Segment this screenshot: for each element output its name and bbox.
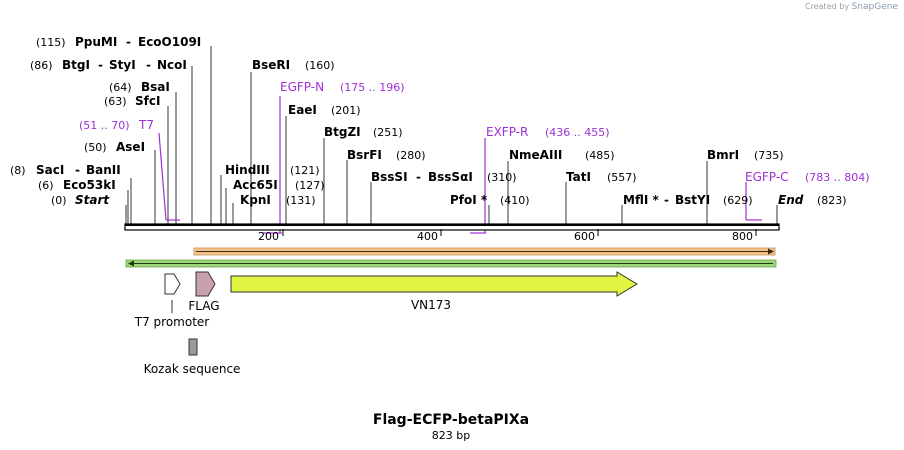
primer-egfp-c-range: (783 .. 804) bbox=[805, 171, 870, 184]
site-asei: AseI bbox=[116, 140, 145, 154]
site-pos-hindiii: (121) bbox=[290, 164, 320, 177]
snapgene-credit: Created by SnapGene bbox=[805, 2, 898, 12]
site-hindiii: HindIII bbox=[225, 163, 270, 177]
site-pos-nmeaiii: (485) bbox=[585, 149, 615, 162]
feature-vn173: VN173 bbox=[230, 271, 638, 312]
site-sep: - bbox=[75, 163, 80, 177]
primer-labels: (51 .. 70) T7 EGFP-N (175 .. 196) EXFP-R… bbox=[79, 80, 870, 184]
site-sep: - bbox=[146, 58, 151, 72]
site-pos-bmri: (735) bbox=[754, 149, 784, 162]
sequence-length: 823 bp bbox=[432, 429, 470, 442]
site-pos-saci: (8) bbox=[10, 164, 26, 177]
site-sep: - bbox=[98, 58, 103, 72]
site-acc65i: Acc65I bbox=[233, 178, 278, 192]
site-pos-btgi: (86) bbox=[30, 59, 53, 72]
site-pos-start: (0) bbox=[51, 194, 67, 207]
site-pos-eaei: (201) bbox=[331, 104, 361, 117]
site-sep: - bbox=[664, 193, 669, 207]
credit-prefix: Created by bbox=[805, 2, 850, 11]
site-end: End bbox=[778, 193, 804, 207]
primer-t7: T7 bbox=[138, 118, 154, 132]
site-saci: SacI bbox=[36, 163, 64, 177]
feature-flag: FLAG bbox=[188, 271, 220, 313]
ruler-tick-600: 600 bbox=[574, 230, 595, 243]
ruler-tick-400: 400 bbox=[417, 230, 438, 243]
site-pos-bsrfi: (280) bbox=[396, 149, 426, 162]
site-pos-bseri: (160) bbox=[305, 59, 335, 72]
site-pos-bsai: (64) bbox=[109, 81, 132, 94]
site-bsrfi: BsrFI bbox=[347, 148, 382, 162]
site-sfci: SfcI bbox=[135, 94, 160, 108]
site-pos-mfli: (629) bbox=[723, 194, 753, 207]
site-ecoo109i: EcoO109I bbox=[138, 35, 201, 49]
site-eaei: EaeI bbox=[288, 103, 317, 117]
feature-label-flag: FLAG bbox=[188, 299, 219, 313]
site-ncoi: NcoI bbox=[157, 58, 187, 72]
site-ppumi: PpuMI bbox=[75, 35, 117, 49]
primer-exfp-r: EXFP-R bbox=[486, 125, 528, 139]
primer-lines bbox=[158, 96, 762, 234]
credit-brand: SnapGene bbox=[851, 2, 898, 12]
orf-orange bbox=[193, 247, 776, 256]
site-pos-pfoi: (410) bbox=[500, 194, 530, 207]
orf-green bbox=[125, 259, 777, 268]
site-bsai: BsaI bbox=[141, 80, 170, 94]
sequence-ruler: 200 400 600 800 bbox=[124, 223, 780, 243]
site-sep: - bbox=[416, 170, 421, 184]
site-sep: - bbox=[126, 35, 131, 49]
site-btgi: BtgI bbox=[62, 58, 90, 72]
sequence-title: Flag-ECFP-betaPIXa bbox=[373, 412, 529, 428]
right-site-labels: BseRI (160) EaeI (201) BtgZI (251) BsrFI… bbox=[225, 58, 847, 207]
primer-egfp-c: EGFP-C bbox=[745, 170, 788, 184]
site-banii: BanII bbox=[86, 163, 121, 177]
site-pos-sfci: (63) bbox=[104, 95, 127, 108]
site-bstyi: BstYI bbox=[675, 193, 710, 207]
site-lines bbox=[125, 46, 778, 225]
site-start: Start bbox=[75, 193, 110, 207]
site-pos-kpni: (131) bbox=[286, 194, 316, 207]
site-pos-bsssi: (310) bbox=[487, 171, 517, 184]
feature-label-t7-promoter: T7 promoter bbox=[134, 315, 210, 329]
site-bmri: BmrI bbox=[707, 148, 739, 162]
ruler-tick-800: 800 bbox=[732, 230, 753, 243]
site-pos-end: (823) bbox=[817, 194, 847, 207]
site-btgzi: BtgZI bbox=[324, 125, 361, 139]
site-pfoi: PfoI * bbox=[450, 193, 488, 207]
feature-label-kozak: Kozak sequence bbox=[144, 362, 241, 376]
site-pos-ppumi: (115) bbox=[36, 36, 66, 49]
site-pos-eco53ki: (6) bbox=[38, 179, 54, 192]
primer-egfp-n: EGFP-N bbox=[280, 80, 324, 94]
site-bsssai: BssSαI bbox=[428, 170, 473, 184]
site-pos-asei: (50) bbox=[84, 141, 107, 154]
site-styi: StyI bbox=[109, 58, 136, 72]
site-nmeaiii: NmeAIII bbox=[509, 148, 562, 162]
site-bsssi: BssSI bbox=[371, 170, 408, 184]
primer-egfp-n-range: (175 .. 196) bbox=[340, 81, 405, 94]
site-pos-btgzi: (251) bbox=[373, 126, 403, 139]
feature-label-vn173: VN173 bbox=[411, 298, 451, 312]
site-eco53ki: Eco53kI bbox=[63, 178, 116, 192]
primer-t7-range: (51 .. 70) bbox=[79, 119, 130, 132]
site-pos-acc65i: (127) bbox=[295, 179, 325, 192]
left-site-labels: (115) PpuMI - EcoO109I (86) BtgI - StyI … bbox=[10, 35, 201, 207]
ruler-tick-200: 200 bbox=[258, 230, 279, 243]
site-mfli: MflI * bbox=[623, 193, 659, 207]
primer-exfp-r-range: (436 .. 455) bbox=[545, 126, 610, 139]
site-bseri: BseRI bbox=[252, 58, 290, 72]
site-kpni: KpnI bbox=[240, 193, 271, 207]
feature-t7-promoter: T7 promoter bbox=[134, 273, 210, 329]
feature-kozak-sequence: Kozak sequence bbox=[144, 338, 241, 376]
site-tati: TatI bbox=[566, 170, 591, 184]
site-pos-tati: (557) bbox=[607, 171, 637, 184]
